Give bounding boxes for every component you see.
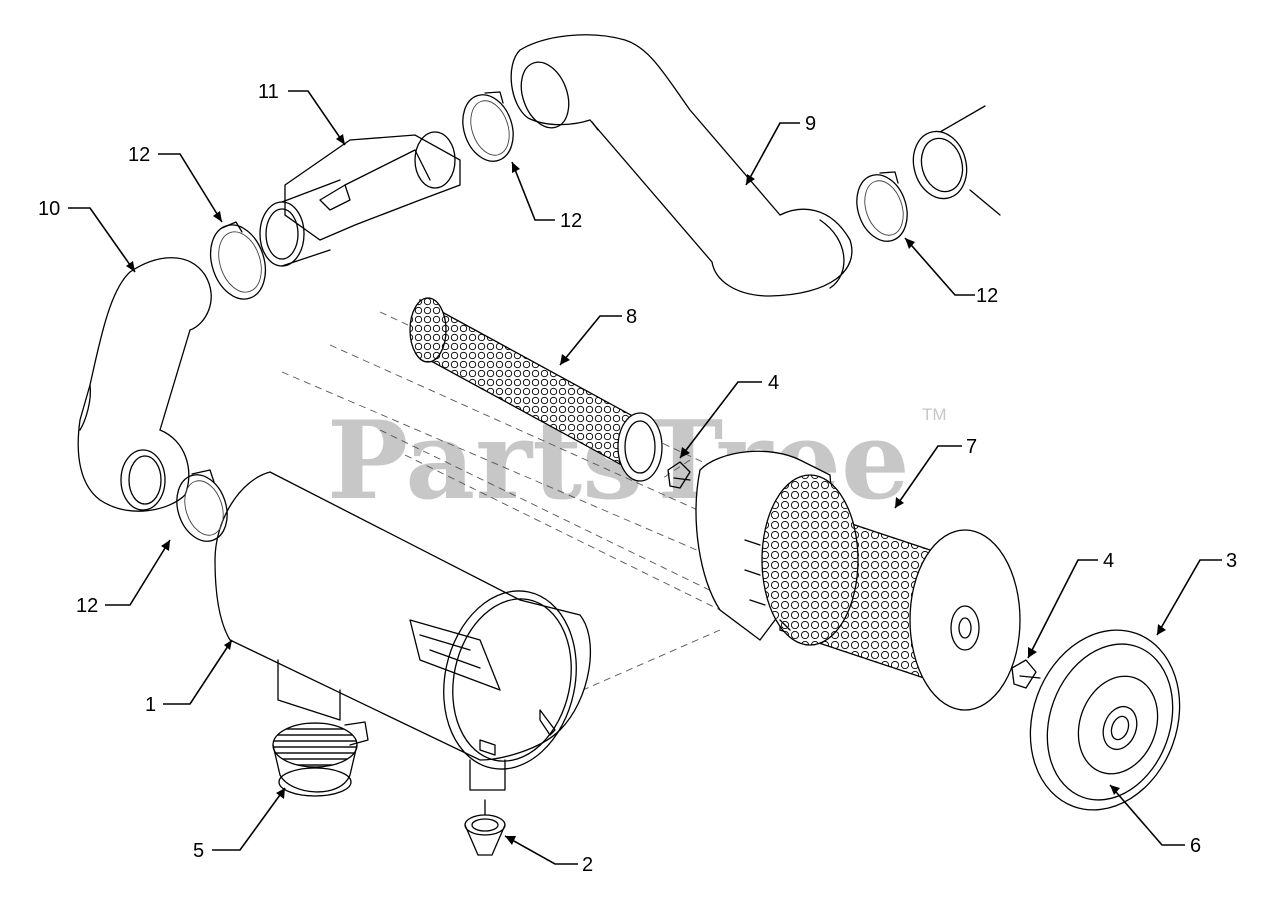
callout-label-10: 10 xyxy=(38,198,60,220)
callout-1: 1 xyxy=(145,639,233,716)
watermark-trademark: TM xyxy=(922,405,947,424)
vacuator-valve xyxy=(464,799,506,856)
air-cleaner-housing xyxy=(214,471,592,791)
callout-label-2: 2 xyxy=(582,854,593,876)
callout-4b: 4 xyxy=(1027,550,1114,659)
callout-label-12d: 12 xyxy=(76,595,98,617)
callout-label-9: 9 xyxy=(805,113,816,135)
callout-12b: 12 xyxy=(511,161,582,232)
hose-clamp-d xyxy=(176,469,228,542)
safety-filter xyxy=(409,297,663,482)
callout-10: 10 xyxy=(38,198,136,273)
hose-clamp-b xyxy=(462,91,514,162)
lower-air-hose xyxy=(77,257,212,512)
wing-nut-upper xyxy=(667,461,691,489)
callout-12a: 12 xyxy=(128,144,223,223)
air-inlet-connector xyxy=(259,131,461,267)
callout-label-4b: 4 xyxy=(1103,550,1114,572)
callout-4a: 4 xyxy=(679,372,779,459)
callout-5: 5 xyxy=(193,787,286,862)
callout-label-12b: 12 xyxy=(560,210,582,232)
hose-clamp-a xyxy=(209,221,267,300)
callout-12c: 12 xyxy=(904,237,998,307)
callout-label-6: 6 xyxy=(1190,835,1201,857)
hose-clamps xyxy=(176,91,908,542)
upper-air-hose xyxy=(510,34,853,297)
callout-3: 3 xyxy=(1156,550,1237,636)
callout-7: 7 xyxy=(894,436,977,509)
callout-6: 6 xyxy=(1109,784,1201,857)
primary-filter xyxy=(695,450,1021,711)
hose-clamp-c xyxy=(856,171,908,242)
callout-label-1: 1 xyxy=(145,694,156,716)
callout-label-4a: 4 xyxy=(768,372,779,394)
callout-label-3: 3 xyxy=(1226,550,1237,572)
wing-nut-lower xyxy=(1011,659,1041,689)
callout-label-7: 7 xyxy=(966,436,977,458)
callout-2: 2 xyxy=(504,835,593,876)
callout-label-12a: 12 xyxy=(128,144,150,166)
callout-label-8: 8 xyxy=(626,306,637,328)
callout-9: 9 xyxy=(745,113,816,186)
callout-12d: 12 xyxy=(76,539,171,617)
callout-label-12c: 12 xyxy=(976,285,998,307)
callout-8: 8 xyxy=(559,306,637,366)
callout-11: 11 xyxy=(258,81,346,146)
end-cover xyxy=(1029,629,1181,811)
dust-cup xyxy=(272,721,369,797)
intake-pipe-stub xyxy=(912,105,1001,216)
callout-label-11: 11 xyxy=(258,81,279,103)
callout-label-5: 5 xyxy=(193,840,204,862)
